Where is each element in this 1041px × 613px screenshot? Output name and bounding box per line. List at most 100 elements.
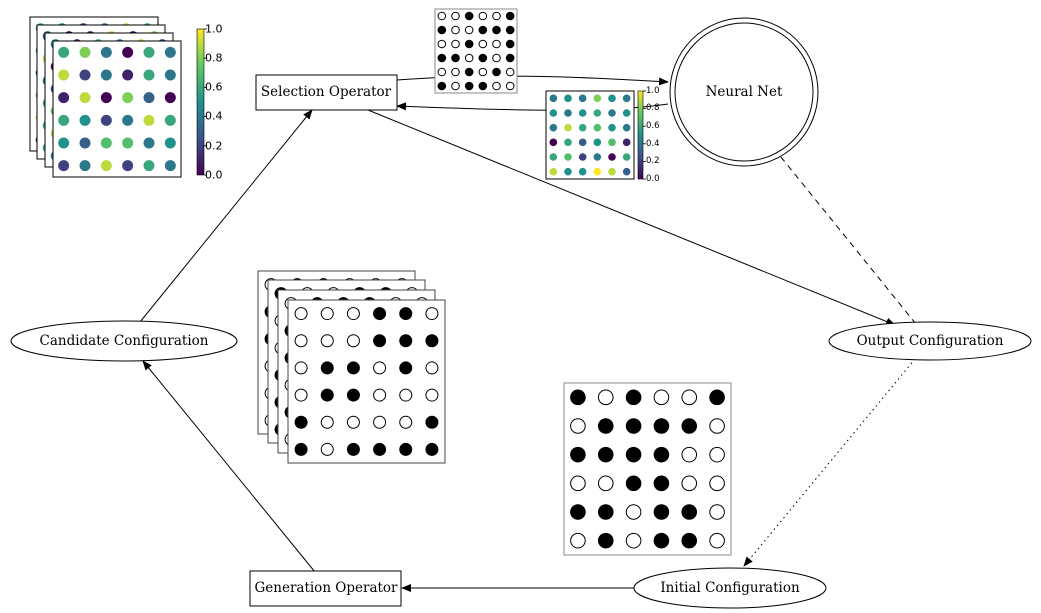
empty-dot [320, 307, 334, 321]
score-dot [593, 123, 602, 132]
nn-score-grid [545, 90, 635, 180]
filled-dot [653, 532, 670, 549]
neural-net-node [669, 17, 819, 167]
edge-selection-to-output [367, 109, 896, 326]
candidate-configuration-ellipse [10, 320, 238, 362]
empty-dot [464, 25, 474, 35]
edge-output-to-neural-net-dashed [767, 140, 917, 325]
filled-dot [681, 532, 698, 549]
score-dot [79, 69, 91, 81]
empty-dot [625, 532, 642, 549]
score-dot [549, 153, 558, 161]
candidate-sheet-front [287, 299, 446, 464]
score-dot [79, 46, 91, 58]
score-dot [622, 123, 631, 132]
filled-dot [373, 307, 387, 321]
empty-dot [625, 504, 642, 520]
empty-dot [464, 53, 474, 63]
filled-dot [625, 446, 642, 463]
score-dot [549, 94, 558, 103]
filled-dot [597, 532, 614, 549]
empty-dot [425, 307, 439, 321]
filled-dot [681, 418, 698, 434]
filled-dot [625, 418, 642, 434]
empty-dot [451, 25, 460, 35]
empty-dot [320, 415, 334, 429]
filled-dot [399, 361, 413, 375]
score-dot [100, 46, 112, 58]
score-dot [608, 94, 616, 103]
filled-dot [570, 389, 586, 406]
filled-dot [373, 334, 387, 348]
score-dot [143, 160, 155, 172]
edge-output-to-initial-dotted [743, 358, 916, 567]
filled-dot [681, 504, 698, 520]
score-dot [122, 114, 134, 126]
empty-dot [294, 307, 308, 321]
score-dot [143, 69, 155, 81]
filled-dot [625, 475, 642, 492]
filled-dot [709, 389, 725, 406]
score-dot [58, 137, 70, 149]
score-dot [122, 137, 134, 149]
empty-dot [320, 442, 334, 456]
filled-dot [346, 442, 360, 456]
filled-dot [625, 389, 642, 406]
filled-dot [653, 446, 670, 463]
score-dot [622, 153, 631, 161]
score-dot [100, 92, 112, 104]
empty-dot [492, 39, 501, 49]
empty-dot [478, 39, 488, 49]
empty-dot [653, 389, 670, 406]
filled-dot [653, 475, 670, 492]
score-dot [58, 92, 70, 104]
empty-dot [478, 67, 488, 77]
score-dot [122, 160, 134, 172]
score-dot [122, 46, 134, 58]
score-dot [79, 137, 91, 149]
score-dot [608, 153, 616, 161]
empty-dot [681, 389, 698, 406]
score-sheet-front [52, 40, 182, 178]
output-configuration-ellipse [828, 321, 1032, 361]
filled-dot [294, 415, 308, 429]
score-dot [549, 167, 558, 176]
score-dot [100, 69, 112, 81]
generation-operator-box [249, 570, 402, 607]
score-dot [564, 109, 572, 117]
score-dot [564, 123, 572, 132]
empty-dot [346, 307, 360, 321]
empty-dot [437, 11, 447, 21]
filled-dot [597, 418, 614, 434]
score-dot [564, 153, 572, 161]
nodes [10, 17, 1032, 609]
empty-dot [570, 475, 586, 492]
score-dot [549, 109, 558, 117]
score-dot [143, 114, 155, 126]
filled-dot [570, 504, 586, 520]
score-dot [164, 114, 176, 126]
score-dot [143, 92, 155, 104]
empty-dot [294, 334, 308, 348]
score-dot [164, 69, 176, 81]
empty-dot [399, 388, 413, 402]
filled-dot [597, 446, 614, 463]
filled-dot [399, 442, 413, 456]
empty-dot [681, 446, 698, 463]
small-binary-grid [434, 8, 518, 94]
empty-dot [451, 11, 460, 21]
empty-dot [451, 81, 460, 91]
initial-binary-grid [563, 382, 732, 556]
filled-dot [437, 25, 447, 35]
filled-dot [653, 418, 670, 434]
empty-dot [709, 475, 725, 492]
score-dot [578, 138, 587, 147]
empty-dot [437, 67, 447, 77]
empty-dot [373, 361, 387, 375]
filled-dot [505, 53, 515, 63]
score-dot [143, 46, 155, 58]
filled-dot [492, 67, 501, 77]
filled-dot [437, 53, 447, 63]
empty-dot [681, 475, 698, 492]
filled-dot [294, 442, 308, 456]
